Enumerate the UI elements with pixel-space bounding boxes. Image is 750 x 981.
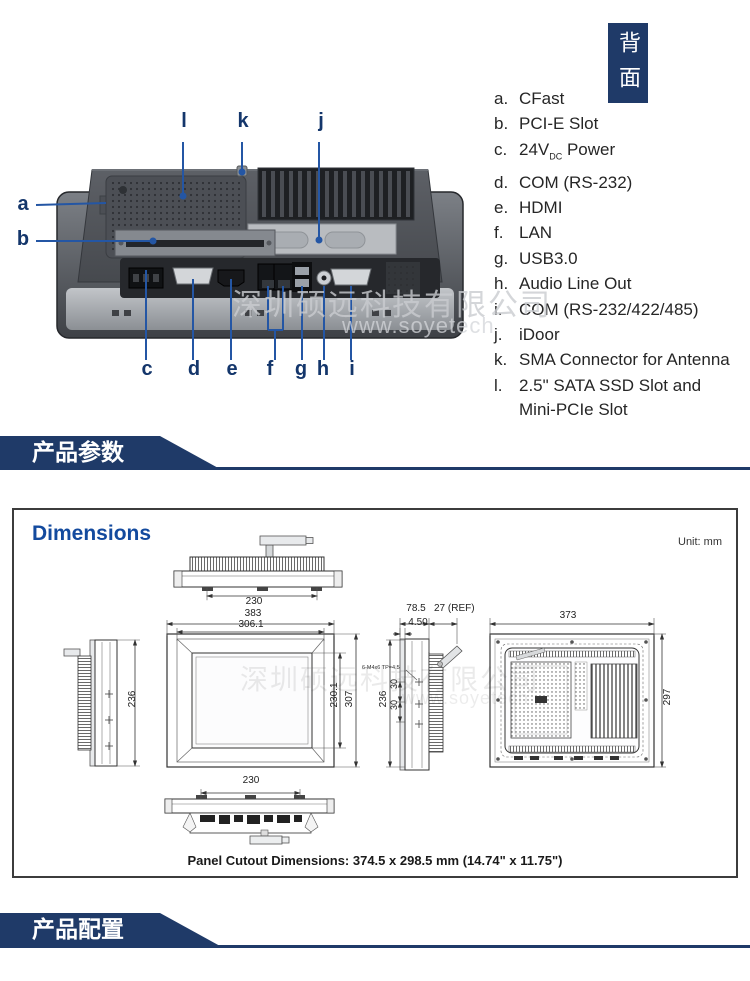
dim-side-4-50: 4.50 [408, 617, 428, 628]
legend-item: f.LAN [494, 223, 553, 243]
legend-item: d.COM (RS-232) [494, 172, 633, 192]
dim-rear-297: 297 [662, 688, 673, 706]
legend-item: e.HDMI [494, 198, 563, 218]
drawing-back-view [489, 618, 666, 768]
legend-item: i.COM (RS-232/422/485) [494, 299, 699, 319]
callout-b: b [16, 228, 30, 250]
dimensions-unit: Unit: mm [678, 536, 722, 548]
legend-item: l.2.5" SATA SSD Slot and Mini-PCIe Slot [494, 373, 746, 421]
legend-item: h.Audio Line Out [494, 274, 632, 294]
com1-port [172, 267, 214, 285]
section-header-params: 产品参数 [0, 436, 220, 469]
callout-e: e [226, 358, 238, 380]
legend-item: b.PCI-E Slot [494, 114, 599, 134]
section-header-config: 产品配置 [0, 913, 220, 946]
screw-note: 6-M4x6 TP=4.5 [362, 665, 400, 671]
port-legend: a.CFast b.PCI-E Slot c.24VDC Power d.COM… [494, 86, 746, 421]
watermark-url: www.soyetech [342, 313, 495, 338]
legend-item: a.CFast [494, 89, 565, 108]
drawing-left-side-view [63, 639, 140, 767]
legend-item-line2: Mini-PCIe Slot [519, 400, 628, 420]
dim-side-78-5: 78.5 [406, 603, 426, 614]
com2-port [330, 268, 372, 286]
dimensions-title: Dimensions [32, 522, 152, 545]
section-underline [0, 467, 750, 470]
dimensions-panel: Dimensions Unit: mm 深圳硕远科技有限公司 www.soyet… [12, 508, 738, 878]
callout-a: a [17, 193, 29, 215]
dim-side-27: 27 (REF) [434, 603, 475, 614]
dim-front-306: 306.1 [238, 619, 264, 630]
legend-item: j.iDoor [494, 325, 560, 345]
drawing-bottom-view [164, 789, 335, 845]
dimension-drawings [63, 535, 666, 845]
legend-item: k.SMA Connector for Antenna [494, 350, 730, 370]
drawing-front-view [166, 620, 360, 768]
pcie-slot-plate [114, 229, 276, 257]
dim-front-383: 383 [244, 608, 262, 619]
dim-top-230: 230 [245, 596, 263, 607]
drawing-top-view [173, 535, 343, 601]
device-back-illustration [56, 165, 464, 339]
photo-callout-lines [35, 142, 352, 360]
heatsink [257, 167, 415, 221]
legend-item: g.USB3.0 [494, 248, 578, 268]
watermark-text: 深圳硕远科技有限公司 [232, 289, 552, 322]
section-underline [0, 945, 750, 948]
callout-j: j [318, 110, 324, 132]
drawing-right-side-view [386, 618, 463, 771]
legend-item: c.24VDC Power [494, 139, 616, 162]
callout-l: l [181, 110, 187, 132]
dim-bottom-230: 230 [242, 775, 260, 786]
callout-c: c [141, 358, 153, 380]
panel-cutout-note: Panel Cutout Dimensions: 374.5 x 298.5 m… [187, 853, 563, 868]
callout-f: f [266, 358, 274, 380]
callout-g: g [294, 358, 308, 380]
callout-k: k [237, 110, 249, 132]
callout-d: d [187, 358, 201, 380]
callout-h: h [316, 358, 330, 380]
watermark-url: www.soyetech [402, 688, 530, 708]
back-view-badge: 背面 [608, 23, 648, 103]
dim-rear-373: 373 [559, 610, 577, 621]
callout-i: i [349, 358, 355, 380]
hdmi-port [217, 269, 245, 287]
dim-side-left-236: 236 [127, 690, 138, 708]
back-cover [77, 165, 443, 283]
